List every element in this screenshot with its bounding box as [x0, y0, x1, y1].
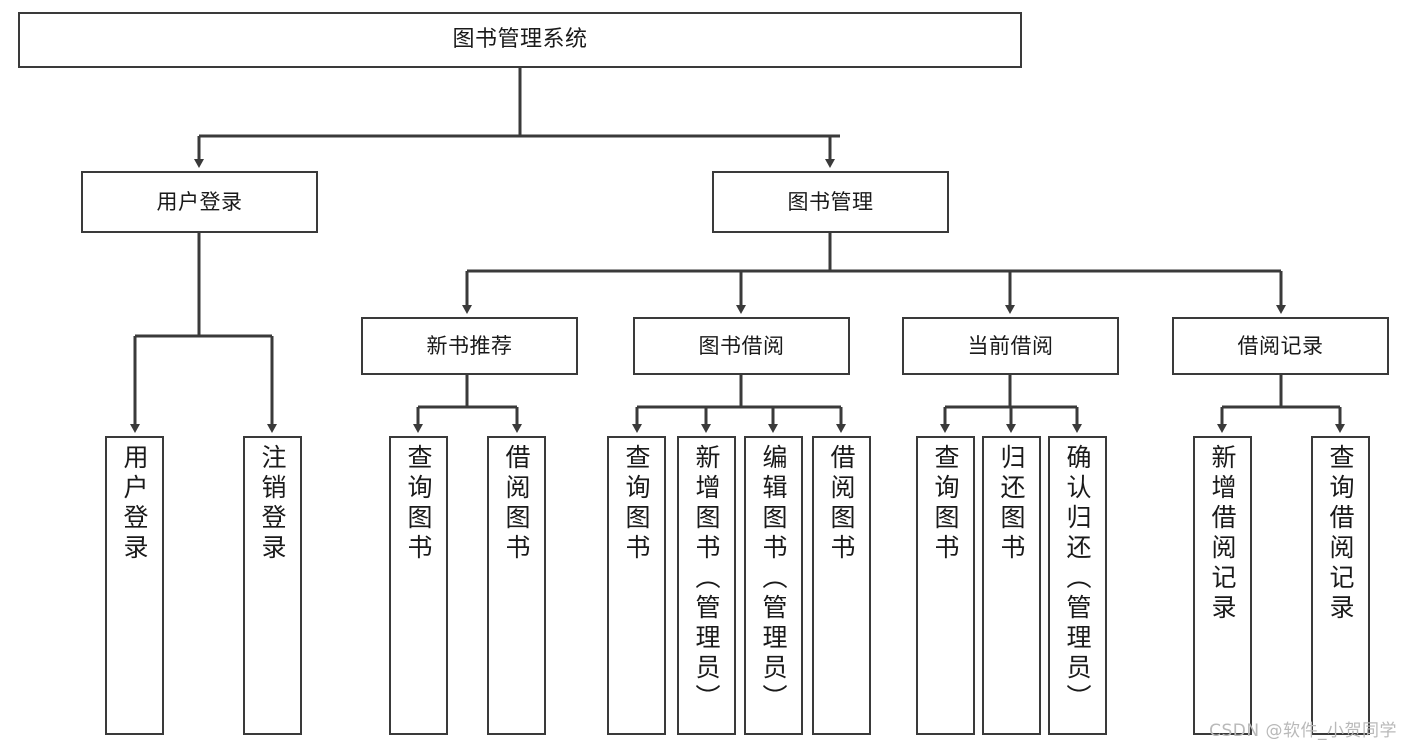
node-leaf-query-book-borrow[interactable]: 查询图书 [607, 436, 666, 735]
node-borrow-record-label: 借阅记录 [1237, 333, 1324, 358]
node-leaf-query-book-recommend[interactable]: 查询图书 [389, 436, 448, 735]
node-leaf-query-book-borrow-label: 查询图书 [622, 444, 651, 564]
node-leaf-logout-login[interactable]: 注销登录 [243, 436, 302, 735]
node-book-borrow[interactable]: 图书借阅 [633, 317, 850, 375]
node-new-book-recommend-label: 新书推荐 [426, 333, 513, 358]
node-leaf-borrow-book-recommend-label: 借阅图书 [502, 444, 531, 564]
node-leaf-logout-login-label: 注销登录 [258, 444, 287, 564]
node-leaf-query-book-current[interactable]: 查询图书 [916, 436, 975, 735]
node-leaf-user-login[interactable]: 用户登录 [105, 436, 164, 735]
node-leaf-edit-book-admin[interactable]: 编辑图书（管理员） [744, 436, 803, 735]
node-leaf-borrow-book[interactable]: 借阅图书 [812, 436, 871, 735]
node-leaf-query-borrow-record[interactable]: 查询借阅记录 [1311, 436, 1370, 735]
node-leaf-edit-book-admin-label: 编辑图书（管理员） [759, 444, 788, 714]
node-user-login[interactable]: 用户登录 [81, 171, 318, 233]
node-current-borrow-label: 当前借阅 [967, 333, 1054, 358]
node-leaf-confirm-return-admin-label: 确认归还（管理员） [1063, 444, 1092, 714]
watermark: CSDN @软件_小贺同学 [1209, 721, 1397, 741]
node-user-login-label: 用户登录 [156, 189, 243, 214]
node-leaf-query-borrow-record-label: 查询借阅记录 [1326, 444, 1355, 624]
node-new-book-recommend[interactable]: 新书推荐 [361, 317, 578, 375]
node-leaf-add-borrow-record-label: 新增借阅记录 [1208, 444, 1237, 624]
node-book-management-label: 图书管理 [787, 189, 874, 214]
node-leaf-confirm-return-admin[interactable]: 确认归还（管理员） [1048, 436, 1107, 735]
node-leaf-query-book-recommend-label: 查询图书 [404, 444, 433, 564]
node-leaf-add-borrow-record[interactable]: 新增借阅记录 [1193, 436, 1252, 735]
node-leaf-borrow-book-label: 借阅图书 [827, 444, 856, 564]
node-leaf-add-book-admin-label: 新增图书（管理员） [692, 444, 721, 714]
node-root-label: 图书管理系统 [452, 27, 588, 53]
node-leaf-user-login-label: 用户登录 [120, 444, 149, 564]
node-leaf-query-book-current-label: 查询图书 [931, 444, 960, 564]
node-current-borrow[interactable]: 当前借阅 [902, 317, 1119, 375]
node-leaf-return-book-label: 归还图书 [997, 444, 1026, 564]
node-root[interactable]: 图书管理系统 [18, 12, 1022, 68]
node-leaf-return-book[interactable]: 归还图书 [982, 436, 1041, 735]
node-book-borrow-label: 图书借阅 [698, 333, 785, 358]
node-borrow-record[interactable]: 借阅记录 [1172, 317, 1389, 375]
node-leaf-add-book-admin[interactable]: 新增图书（管理员） [677, 436, 736, 735]
node-leaf-borrow-book-recommend[interactable]: 借阅图书 [487, 436, 546, 735]
node-book-management[interactable]: 图书管理 [712, 171, 949, 233]
